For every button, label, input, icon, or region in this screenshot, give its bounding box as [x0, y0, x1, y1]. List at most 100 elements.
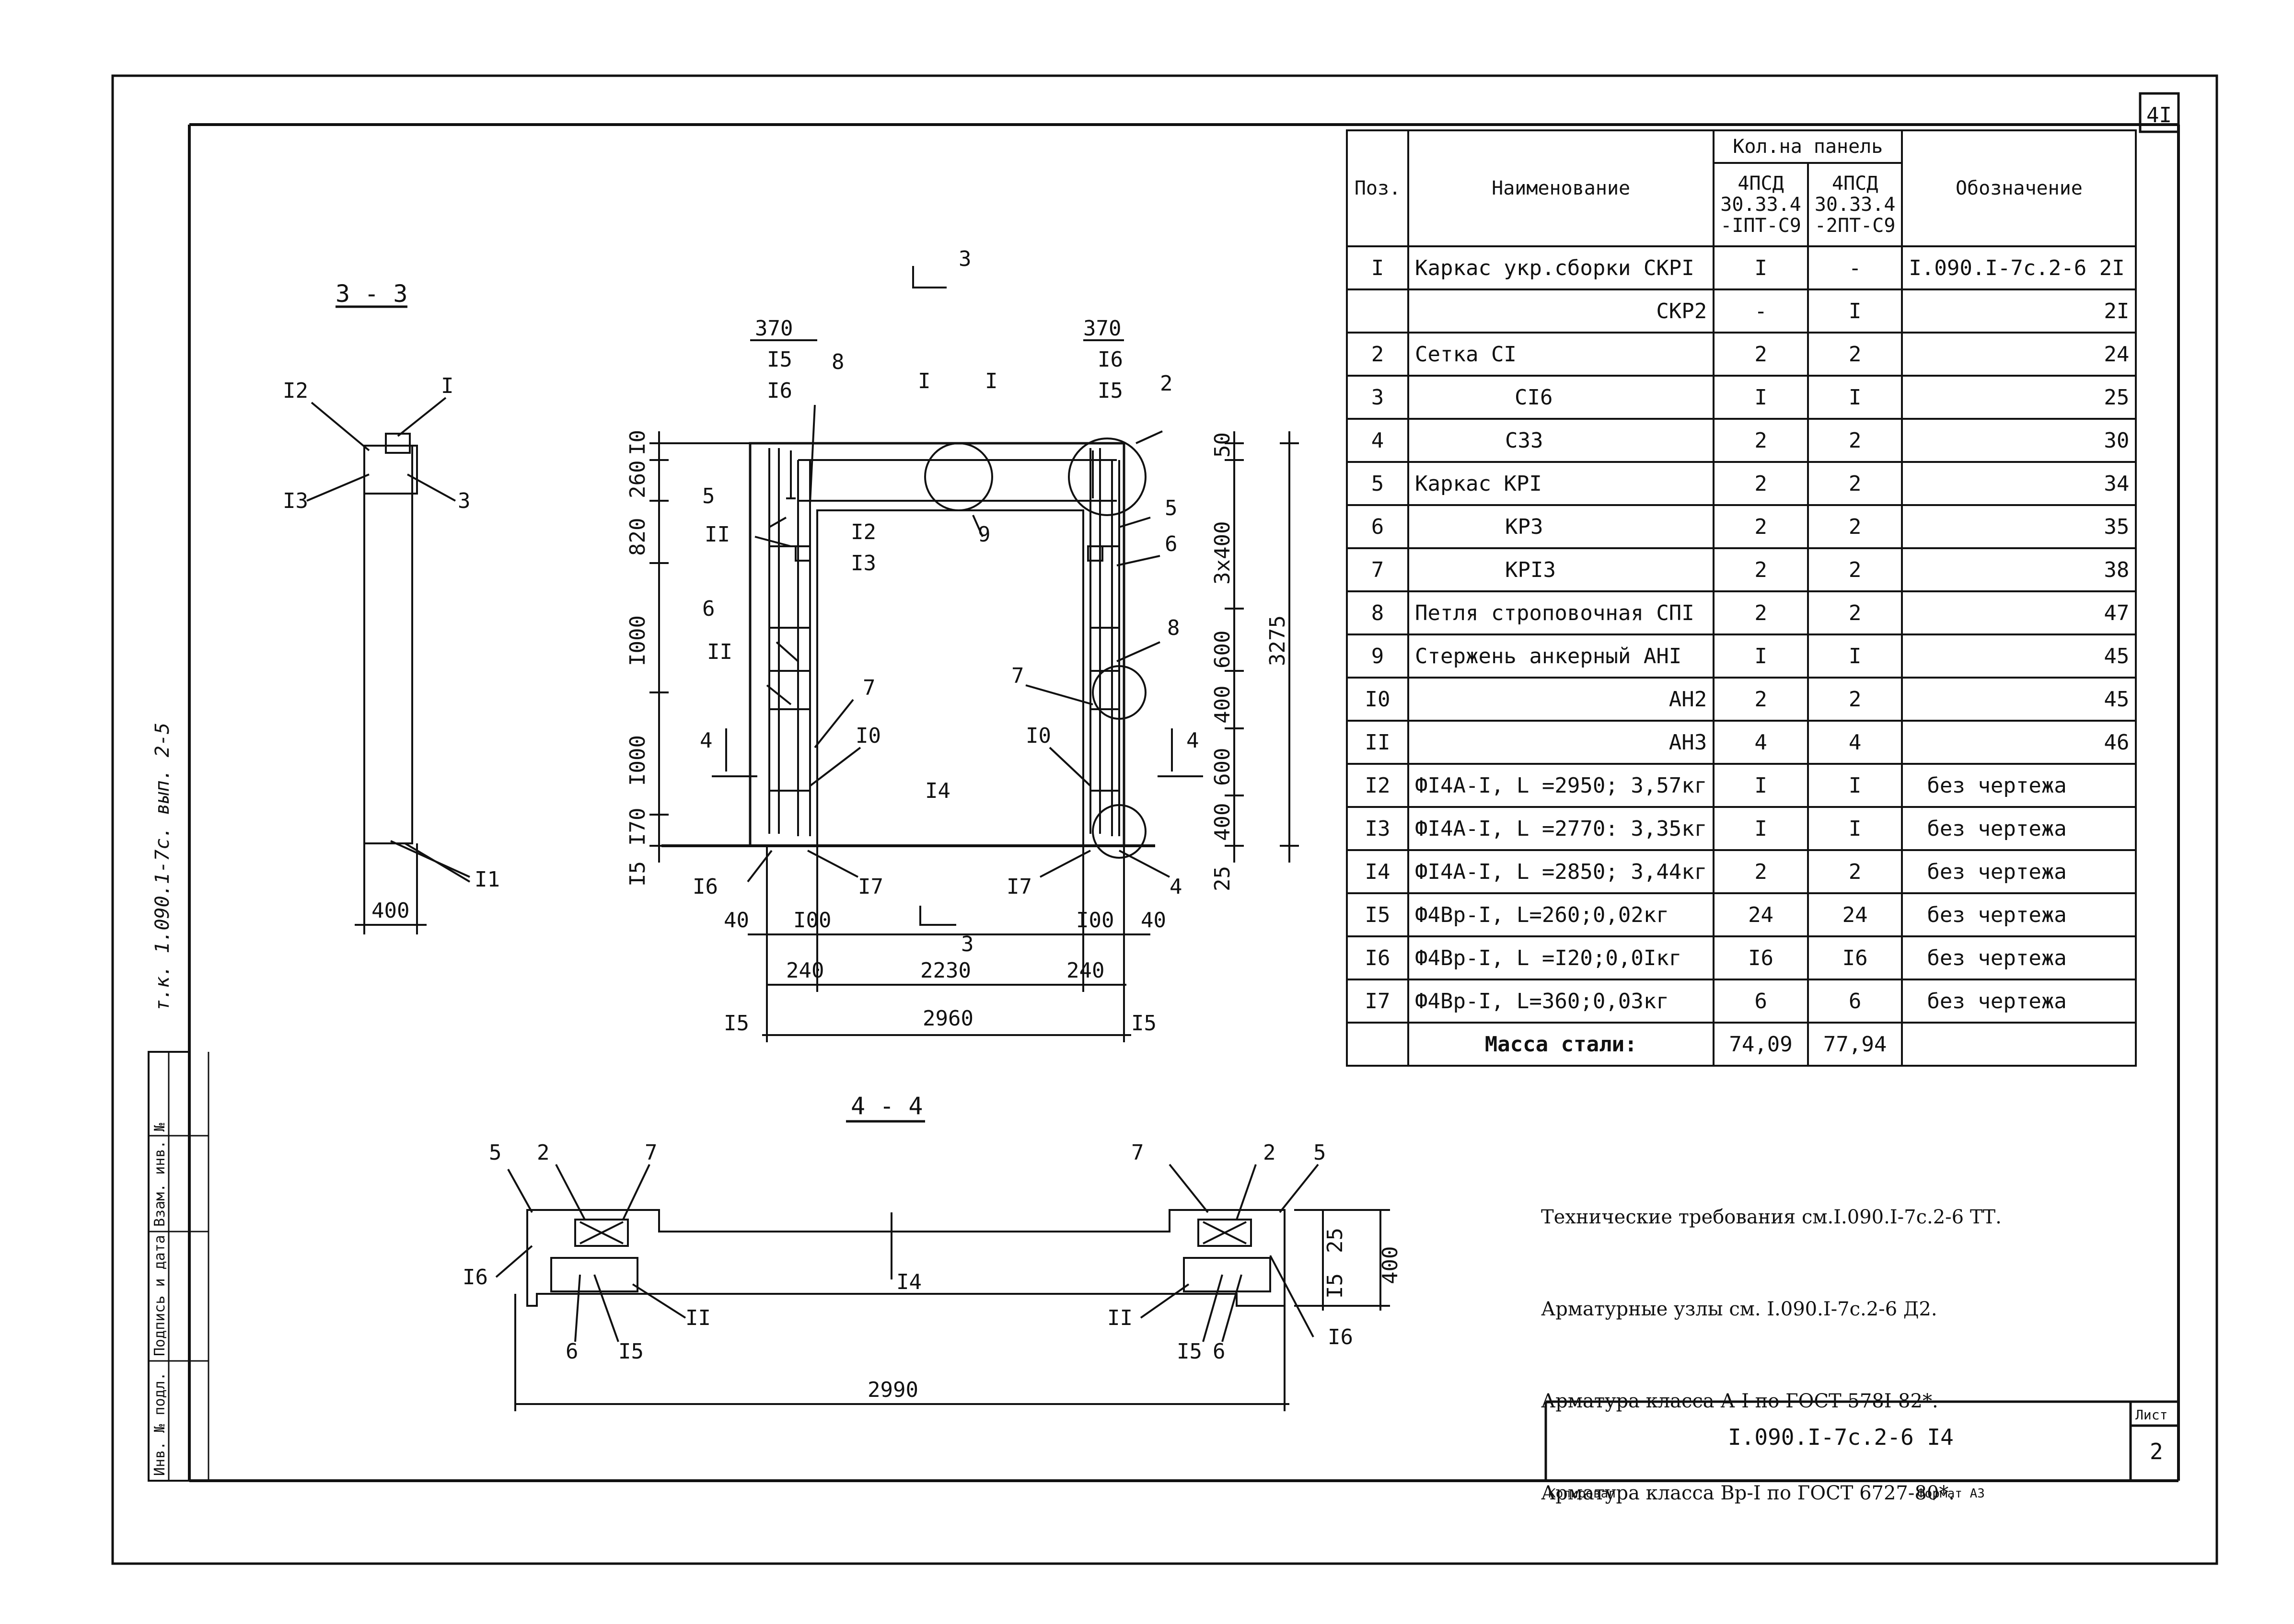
spec-qty-b: 2 — [1807, 677, 1903, 722]
spec-qty-b: 2 — [1807, 590, 1903, 635]
spec-qty-b: I6 — [1807, 935, 1903, 980]
spec-qty-b: 2 — [1807, 547, 1903, 592]
spec-qty-b: 2 — [1807, 849, 1903, 894]
callout-2: 2 — [1160, 371, 1173, 396]
dim-top-370-left: 370 — [755, 316, 793, 341]
spec-name: Сетка СI — [1407, 332, 1715, 377]
spec-qty-a: 2 — [1713, 590, 1809, 635]
dim-bottom-240-right: 240 — [1066, 958, 1104, 983]
spec-row: 8 Петля строповочная СПI 2 2 47 — [1346, 590, 2137, 635]
s44-label-2-right: 2 — [1263, 1140, 1276, 1165]
dim-bottom-2230: 2230 — [920, 958, 971, 983]
spec-designation: 46 — [1901, 720, 2137, 765]
dim-left-10: I0 — [626, 430, 650, 455]
spec-designation: 34 — [1901, 461, 2137, 506]
spec-pos: 2 — [1346, 332, 1409, 377]
spec-qty-a: 24 — [1713, 892, 1809, 937]
spec-designation: 45 — [1901, 677, 2137, 722]
spec-qty-a: I — [1713, 633, 1809, 679]
spec-pos — [1346, 288, 1409, 334]
dim-bottom-100-left: I00 — [793, 908, 831, 933]
spec-pos: I7 — [1346, 979, 1409, 1024]
spec-qty-b: 2 — [1807, 332, 1903, 377]
spec-total-empty — [1346, 1022, 1409, 1067]
spec-row: 3 СI6 I I 25 — [1346, 375, 2137, 420]
spec-qty-a: I — [1713, 375, 1809, 420]
s44-label-i4: I4 — [896, 1270, 922, 1294]
spec-name: СКР2 — [1407, 288, 1715, 334]
dim-bottom-40-right: 40 — [1141, 908, 1166, 933]
spec-qty-a: I — [1713, 763, 1809, 808]
cut-mark-3-top: 3 — [959, 247, 972, 271]
spec-designation: без чертежа — [1901, 935, 2137, 980]
note-line: Технические требования см.I.090.I-7с.2-6… — [1541, 1206, 2002, 1228]
spec-qty-b: - — [1807, 245, 1903, 290]
s44-dim-25: 25 — [1323, 1228, 1347, 1253]
dim-right-600-a: 600 — [1210, 631, 1235, 668]
spec-header-pos: Поз. — [1346, 129, 1409, 247]
dim-right-3x400: 3x400 — [1210, 521, 1235, 585]
callout-6-right: 6 — [1165, 532, 1178, 556]
spec-qty-b: 6 — [1807, 979, 1903, 1024]
spec-row: 4 С33 2 2 30 — [1346, 418, 2137, 463]
spec-pos: I6 — [1346, 935, 1409, 980]
note-line: Арматура класса А-I по ГОСТ 578I-82*. — [1541, 1390, 1938, 1412]
s44-label-7-right: 7 — [1131, 1140, 1144, 1165]
spec-header-name: Наименование — [1407, 129, 1715, 247]
section-4-4 — [495, 1120, 1390, 1411]
spec-qty-a: 4 — [1713, 720, 1809, 765]
elevation-view — [649, 266, 1299, 1042]
spec-pos: I4 — [1346, 849, 1409, 894]
spec-pos: I5 — [1346, 892, 1409, 937]
s33-label-i2: I2 — [283, 379, 308, 403]
s33-dim-400: 400 — [371, 898, 409, 923]
spec-pos: I2 — [1346, 763, 1409, 808]
callout-5-left: 5 — [702, 484, 715, 508]
note-line: Арматура класса Вр-I по ГОСТ 6727-80*. — [1541, 1482, 1955, 1504]
dim-right-600-b: 600 — [1210, 748, 1235, 786]
spec-name: Петля строповочная СПI — [1407, 590, 1715, 635]
spec-qty-b: 4 — [1807, 720, 1903, 765]
callout-7-left: 7 — [863, 676, 876, 700]
spec-name: Каркас КРI — [1407, 461, 1715, 506]
spec-pos: I — [1346, 245, 1409, 290]
spec-pos: 9 — [1346, 633, 1409, 679]
spec-pos: 7 — [1346, 547, 1409, 592]
callout-i5-top-left: I5 — [767, 347, 792, 372]
spec-designation: 25 — [1901, 375, 2137, 420]
spec-header-designation: Обозначение — [1901, 129, 2137, 247]
cut-mark-4-right: 4 — [1186, 728, 1199, 753]
spec-qty-a: 2 — [1713, 418, 1809, 463]
section-4-4-labels: 4 - 4 5 2 7 7 2 5 I6 I4 II 6 I5 II I5 6 … — [463, 1092, 1402, 1402]
callout-10-right: I0 — [1026, 724, 1051, 748]
spec-name: Стержень анкерный АНI — [1407, 633, 1715, 679]
spec-total-label: Масса стали: — [1407, 1022, 1715, 1067]
spec-name: Ф4Вр-I, L=260;0,02кг — [1407, 892, 1715, 937]
cut-mark-3-bottom: 3 — [961, 932, 974, 956]
doc-code: I.090.I-7c.2-6 I4 — [1728, 1424, 1954, 1450]
spec-name: С33 — [1407, 418, 1715, 463]
spec-total-a: 74,09 — [1713, 1022, 1809, 1067]
title-block — [1544, 1400, 2178, 1481]
dim-right-400-b: 400 — [1210, 803, 1235, 841]
spec-pos: II — [1346, 720, 1409, 765]
callout-4: 4 — [1170, 875, 1182, 899]
spec-designation: без чертежа — [1901, 849, 2137, 894]
spec-designation: 30 — [1901, 418, 2137, 463]
s44-label-i5-left: I5 — [618, 1339, 644, 1364]
callout-10-left: I0 — [856, 724, 881, 748]
spec-qty-b: 24 — [1807, 892, 1903, 937]
spec-header-col-b: 4ПСД 30.33.4 -2ПТ-С9 — [1807, 162, 1903, 247]
spec-row: I4 ФI4А-I, L =2850; 3,44кг 2 2 без черте… — [1346, 849, 2137, 894]
s44-label-5-right: 5 — [1313, 1140, 1326, 1165]
s44-label-6-right: 6 — [1213, 1339, 1226, 1364]
spec-qty-b: 2 — [1807, 418, 1903, 463]
spec-qty-b: 2 — [1807, 461, 1903, 506]
s44-label-6-left: 6 — [566, 1339, 579, 1364]
spec-header-col-a: 4ПСД 30.33.4 -IПТ-С9 — [1713, 162, 1809, 247]
spec-row: I3 ФI4А-I, L =2770: 3,35кг I I без черте… — [1346, 806, 2137, 851]
spec-designation: 45 — [1901, 633, 2137, 679]
spec-row: СКР2 - I 2I — [1346, 288, 2137, 334]
dim-left-1000-a: I000 — [626, 615, 650, 666]
